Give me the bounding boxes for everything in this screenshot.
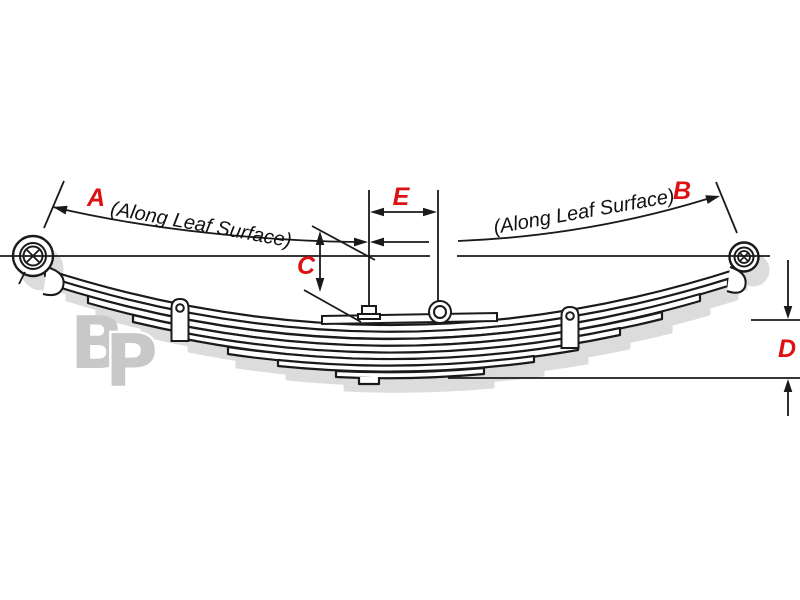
dimension-b-line xyxy=(383,198,708,243)
center-bushing-inner xyxy=(433,305,447,319)
arrow-e-left xyxy=(370,207,384,217)
arrow-b-center xyxy=(370,237,384,247)
left-wrap-curl xyxy=(42,266,65,297)
dimension-label-b: B xyxy=(673,177,691,205)
center-bolt-head-tab xyxy=(357,377,381,386)
spring-hardware xyxy=(170,297,580,349)
arrow-d-down xyxy=(783,306,793,319)
arrow-c-top xyxy=(315,231,325,245)
watermark-letter-p: P xyxy=(105,319,158,403)
right-surface-note: (Along Leaf Surface) xyxy=(492,185,676,239)
arrow-c-bottom xyxy=(315,278,325,292)
watermark-letter-b: B xyxy=(70,301,125,385)
left-clip-hole xyxy=(175,303,185,313)
right-extension-line xyxy=(715,181,738,234)
right-clip-hole xyxy=(565,311,575,321)
arrow-d-up xyxy=(783,379,793,392)
left-surface-note: (Along Leaf Surface) xyxy=(109,198,293,252)
right-eye-bolt-cross-icon xyxy=(739,252,749,262)
right-spring-eye xyxy=(726,241,760,294)
arrow-e-right xyxy=(423,207,437,217)
arrow-a-center xyxy=(354,237,368,247)
center-bolt-flange xyxy=(357,313,381,320)
arrow-b-end xyxy=(705,195,720,204)
dimension-label-c: C xyxy=(297,252,316,280)
left-extension-line xyxy=(18,180,65,285)
arrowheads xyxy=(53,195,793,392)
dimension-label-a: A xyxy=(86,184,105,212)
c-upper-slant-line xyxy=(311,225,376,261)
dimension-label-d: D xyxy=(778,335,796,363)
dimension-label-e: E xyxy=(393,183,411,211)
c-lower-slant-line xyxy=(303,289,362,323)
arrow-a-end xyxy=(53,205,68,215)
watermark: B P xyxy=(70,301,160,406)
